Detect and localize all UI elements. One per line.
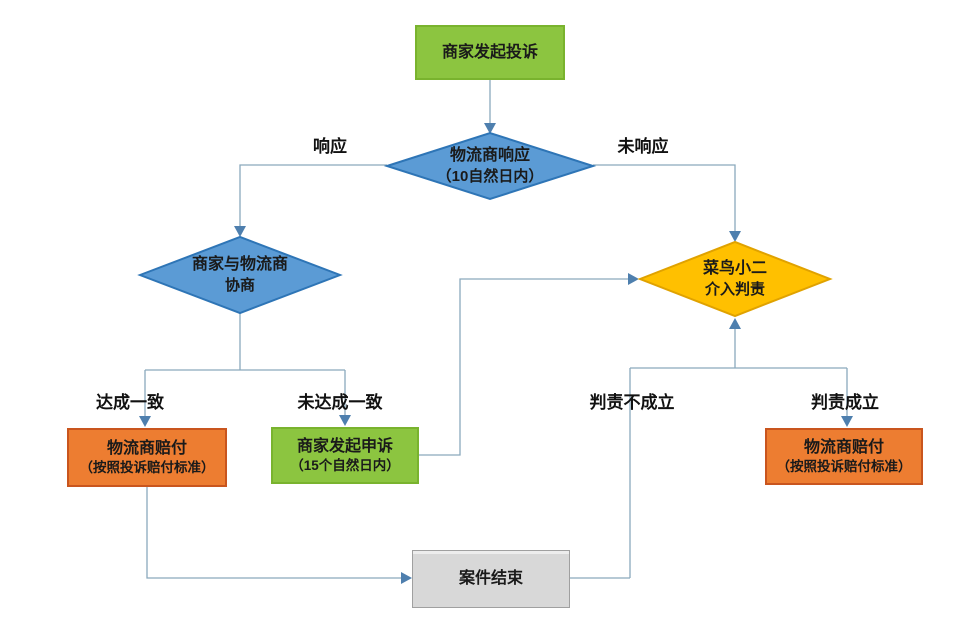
node-compensate-left-subtitle: （按照投诉赔付标准） — [79, 460, 215, 476]
arrowhead-into-cainiao-decision-top — [729, 231, 741, 242]
edge-label-verdict-rejected: 判责不成立 — [589, 393, 675, 412]
arrowhead-into-negotiate-decision — [234, 226, 246, 237]
edge-responded — [239, 164, 387, 227]
edge-label-verdict-upheld: 判责成立 — [811, 393, 879, 412]
edge-not-responded — [593, 164, 736, 232]
arrowhead-into-respond-decision — [484, 123, 496, 134]
node-case-end-label: 案件结束 — [458, 570, 523, 588]
node-start: 商家发起投诉 — [415, 25, 565, 80]
node-appeal: 商家发起申诉 （15个自然日内） — [271, 427, 419, 484]
node-compensate-right-title: 物流商赔付 — [803, 438, 884, 456]
edge-compensate-left-to-end — [146, 487, 401, 579]
negotiate-decision-shape — [137, 235, 343, 315]
node-appeal-subtitle: （15个自然日内） — [290, 458, 400, 474]
edge-label-agreement: 达成一致 — [96, 393, 164, 412]
arrowhead-into-appeal — [339, 415, 351, 426]
arrowhead-into-cainiao-decision-left — [628, 273, 639, 285]
node-compensate-right-subtitle: （按照投诉赔付标准） — [776, 459, 912, 475]
node-compensate-left: 物流商赔付 （按照投诉赔付标准） — [67, 428, 227, 487]
node-case-end: 案件结束 — [412, 550, 570, 608]
arrowhead-into-compensate-right — [841, 416, 853, 427]
node-appeal-title: 商家发起申诉 — [296, 437, 393, 455]
respond-decision-shape — [383, 131, 597, 201]
node-start-label: 商家发起投诉 — [441, 43, 538, 61]
node-compensate-right: 物流商赔付 （按照投诉赔付标准） — [765, 428, 923, 485]
cainiao-decision-shape — [637, 240, 833, 318]
edge-label-no-agreement: 未达成一致 — [297, 393, 383, 412]
node-compensate-left-title: 物流商赔付 — [106, 439, 187, 457]
arrowhead-into-compensate-left — [139, 416, 151, 427]
arrowhead-into-case-end — [401, 572, 412, 584]
arrowhead-up-into-cainiao-bottom — [729, 318, 741, 329]
edge-appeal-to-cainiao — [419, 278, 628, 456]
edge-label-responded: 响应 — [313, 137, 347, 156]
edge-label-not-responded: 未响应 — [617, 137, 669, 156]
